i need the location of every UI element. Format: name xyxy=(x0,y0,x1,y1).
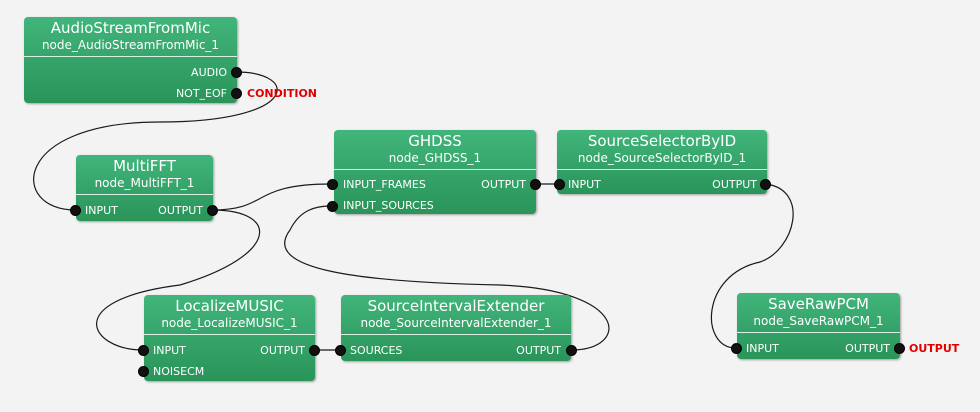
wire-mic-audio-to-fft-input xyxy=(33,71,278,211)
node-title: MultiFFT xyxy=(113,157,176,175)
node-name: node_MultiFFT_1 xyxy=(94,176,195,190)
node-title: AudioStreamFromMic xyxy=(50,19,211,37)
port-ghdss-output[interactable] xyxy=(530,179,541,190)
node-localizemusic[interactable]: LocalizeMUSIC node_LocalizeMUSIC_1 INPUT… xyxy=(144,295,315,381)
port-sie-sources[interactable] xyxy=(335,345,346,356)
port-label-noisecm: NOISECM xyxy=(153,365,205,378)
port-label-output: OUTPUT xyxy=(158,204,203,217)
port-ssid-output[interactable] xyxy=(760,179,771,190)
node-sourceselectorbyid[interactable]: SourceSelectorByID node_SourceSelectorBy… xyxy=(557,130,767,194)
port-music-output[interactable] xyxy=(309,345,320,356)
node-title: GHDSS xyxy=(408,132,462,150)
node-ghdss[interactable]: GHDSS node_GHDSS_1 INPUT_FRAMES INPUT_SO… xyxy=(334,130,536,214)
port-label-output: OUTPUT xyxy=(516,344,561,357)
port-save-output[interactable] xyxy=(894,343,905,354)
port-ssid-input[interactable] xyxy=(554,179,565,190)
port-sie-output[interactable] xyxy=(566,345,577,356)
node-sourceintervalextender[interactable]: SourceIntervalExtender node_SourceInterv… xyxy=(341,295,571,361)
port-not-eof-output[interactable] xyxy=(231,88,242,99)
wire-fft-output-to-ghdss-frames xyxy=(211,183,332,211)
port-ghdss-input-frames[interactable] xyxy=(327,179,338,190)
port-label-input-frames: INPUT_FRAMES xyxy=(343,178,426,191)
node-name: node_LocalizeMUSIC_1 xyxy=(161,316,298,330)
wire-ssid-output-to-save-input xyxy=(710,183,794,349)
port-label-audio: AUDIO xyxy=(191,66,227,79)
terminal-output: OUTPUT xyxy=(909,342,960,355)
terminal-condition: CONDITION xyxy=(247,87,318,100)
port-label-output: OUTPUT xyxy=(260,344,305,357)
node-name: node_GHDSS_1 xyxy=(388,151,482,165)
node-divider xyxy=(334,169,536,170)
port-label-input: INPUT xyxy=(568,178,601,191)
wire-sie-output-to-ghdss-sources xyxy=(284,205,610,351)
node-divider xyxy=(737,332,900,333)
node-name: node_SourceSelectorByID_1 xyxy=(577,151,747,165)
port-multifft-output[interactable] xyxy=(207,205,218,216)
node-title: SaveRawPCM xyxy=(768,295,869,313)
port-music-input[interactable] xyxy=(138,345,149,356)
port-label-input: INPUT xyxy=(153,344,186,357)
node-audiostreamfrommic[interactable]: AudioStreamFromMic node_AudioStreamFromM… xyxy=(24,17,237,103)
node-title: SourceIntervalExtender xyxy=(367,297,545,315)
node-name: node_SaveRawPCM_1 xyxy=(753,314,884,328)
port-label-output: OUTPUT xyxy=(845,342,890,355)
port-music-noisecm[interactable] xyxy=(138,366,149,377)
port-label-sources: SOURCES xyxy=(350,344,403,357)
node-multifft[interactable]: MultiFFT node_MultiFFT_1 INPUT OUTPUT xyxy=(76,155,213,221)
node-divider xyxy=(24,56,237,57)
port-label-input: INPUT xyxy=(85,204,118,217)
node-divider xyxy=(144,334,315,335)
port-label-output: OUTPUT xyxy=(712,178,757,191)
port-label-input-sources: INPUT_SOURCES xyxy=(343,199,434,212)
node-title: SourceSelectorByID xyxy=(587,132,737,150)
port-label-output: OUTPUT xyxy=(481,178,526,191)
port-label-not-eof: NOT_EOF xyxy=(175,87,227,100)
node-divider xyxy=(76,194,213,195)
node-title: LocalizeMUSIC xyxy=(175,297,284,315)
port-save-input[interactable] xyxy=(731,343,742,354)
node-saverawpcm[interactable]: SaveRawPCM node_SaveRawPCM_1 INPUT OUTPU… xyxy=(737,293,900,359)
node-name: node_AudioStreamFromMic_1 xyxy=(41,38,220,52)
node-name: node_SourceIntervalExtender_1 xyxy=(360,316,552,330)
port-ghdss-input-sources[interactable] xyxy=(327,201,338,212)
node-divider xyxy=(557,169,767,170)
wire-fft-output-to-music-input xyxy=(96,209,261,351)
port-audio-output[interactable] xyxy=(231,67,242,78)
port-label-input: INPUT xyxy=(746,342,779,355)
port-multifft-input[interactable] xyxy=(70,205,81,216)
node-divider xyxy=(341,334,571,335)
